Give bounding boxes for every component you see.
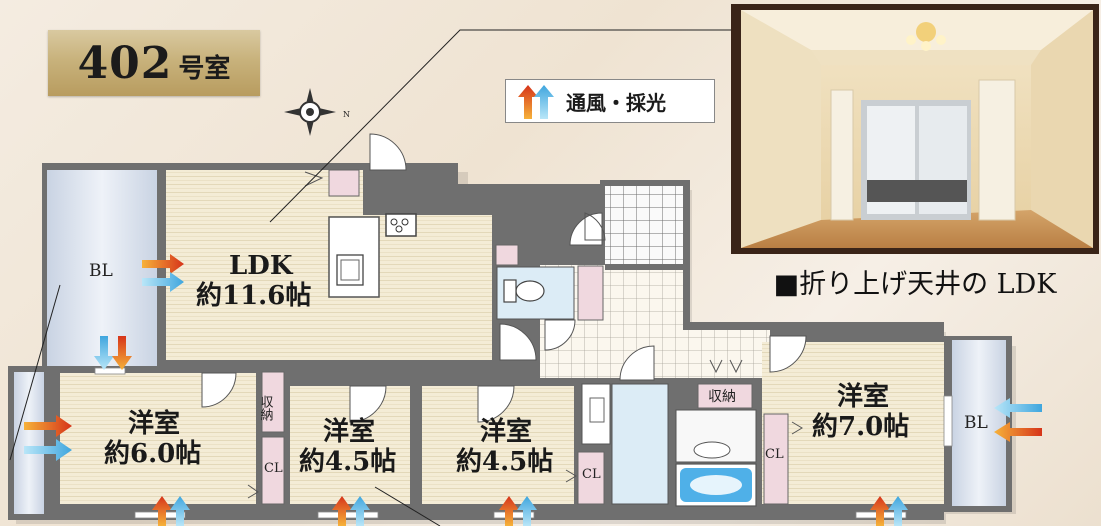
ldk-photo [741,10,1093,248]
room-ldk-name: LDK [229,251,294,281]
storage-right-label: 収納 [708,389,736,405]
balcony-right-label: BL [964,413,988,433]
room-east-size: 約7.0帖 [812,411,909,442]
photo-caption: ■折り上げ天井の LDK [773,269,1057,300]
balcony-left-label: BL [89,261,113,281]
ventilation-legend-label: 通風・採光 [566,90,666,115]
unit-number-badge: 402 号室 [48,30,260,96]
closet-label-3: CL [765,447,784,462]
compass-north-label: N [343,110,350,119]
room-middle1-name: 洋室 [323,416,375,447]
unit-suffix: 号室 [178,53,231,84]
ldk-photo-frame [731,4,1099,254]
washroom [611,383,669,505]
ventilation-legend: 通風・採光 [505,79,715,123]
unit-number: 402 [77,37,173,89]
balcony-left [47,170,157,366]
room-middle1-size: 約4.5帖 [299,446,396,477]
ventilation-arrows [24,254,1042,526]
closet-label-2: CL [582,467,601,482]
ventilation-legend-icon [518,85,554,119]
balcony-right [952,340,1006,506]
compass-icon [284,88,336,136]
room-middle2-name: 洋室 [480,416,532,447]
room-west-size: 約6.0帖 [104,438,201,469]
entrance [605,186,683,264]
room-ldk-size: 約11.6帖 [196,280,311,311]
room-middle2-size: 約4.5帖 [456,446,553,477]
closet-label-1: CL [264,461,283,476]
storage-left-label: 収納 [258,395,274,422]
room-east-name: 洋室 [837,381,889,412]
room-west-name: 洋室 [128,408,180,439]
room-east-floor [762,342,944,504]
